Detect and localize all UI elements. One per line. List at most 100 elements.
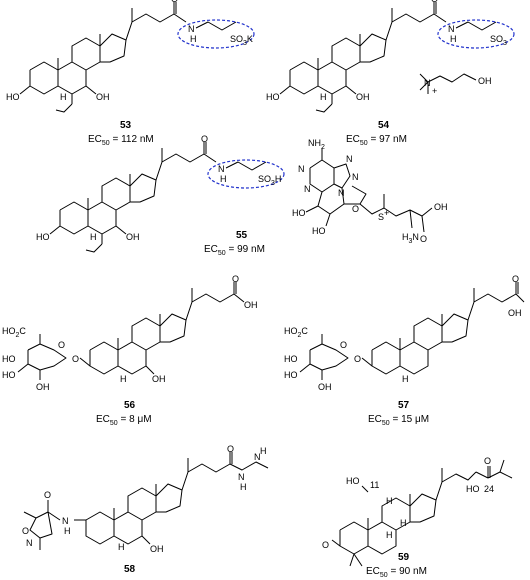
label-h: H bbox=[120, 374, 127, 384]
label-hn: H bbox=[220, 174, 227, 184]
label-ho: HO bbox=[6, 92, 20, 102]
compound-number: 59 bbox=[398, 552, 410, 563]
label-oh-acid: OH bbox=[434, 202, 448, 212]
highlight-ellipse bbox=[207, 159, 285, 189]
label-o: O bbox=[232, 274, 239, 284]
label-n-amide: N bbox=[62, 516, 69, 526]
label-h-amide: H bbox=[64, 526, 71, 536]
label-o-ring: O bbox=[58, 340, 65, 350]
label-ho-ribose-1: HO bbox=[292, 208, 306, 218]
compound-number: 53 bbox=[120, 120, 132, 131]
label-h-a: H bbox=[386, 496, 393, 506]
label-oh: OH bbox=[150, 544, 164, 554]
label-ho-a: HO bbox=[2, 354, 16, 364]
label-o: O bbox=[44, 490, 51, 500]
compound-number: 58 bbox=[124, 564, 136, 575]
compound-number: 56 bbox=[124, 400, 136, 411]
label-ho: HO bbox=[36, 232, 50, 242]
label-o: O bbox=[201, 134, 208, 144]
label-n-ad1: N bbox=[298, 164, 305, 174]
label-h: H bbox=[90, 232, 97, 242]
ec50-text: EC50 = 112 nM bbox=[88, 134, 154, 147]
label-ho-b: HO bbox=[284, 370, 298, 380]
highlight-ellipse bbox=[177, 19, 255, 49]
label-oh: OH bbox=[356, 92, 370, 102]
label-s: S bbox=[378, 212, 384, 222]
label-n-plus: N bbox=[424, 78, 431, 88]
label-nh2: NH2 bbox=[308, 138, 325, 151]
label-n1: N bbox=[238, 472, 245, 482]
label-o-top: O bbox=[484, 456, 491, 466]
label-oh-c: OH bbox=[36, 382, 50, 392]
label-n: N bbox=[448, 24, 455, 34]
compound-number: 57 bbox=[398, 400, 410, 411]
label-oh-acid: OH bbox=[244, 300, 258, 310]
label-o: O bbox=[171, 0, 178, 4]
label-o-ring: O bbox=[340, 340, 347, 350]
compound-57: HO2C O HO HO OH O O OH H 57 EC50 = 15 μM bbox=[284, 274, 525, 427]
label-ho: HO bbox=[266, 92, 280, 102]
label-ho2c: HO2C bbox=[284, 326, 308, 339]
label-h: H bbox=[60, 92, 67, 102]
ec50-text: EC50 = 97 nM bbox=[346, 134, 407, 147]
label-hn: H bbox=[450, 34, 457, 44]
label-ho-a: HO bbox=[284, 354, 298, 364]
label-h-c: H bbox=[386, 530, 393, 540]
label-oh: OH bbox=[152, 374, 166, 384]
label-oh: HO bbox=[466, 484, 480, 494]
compound-number: 55 bbox=[236, 230, 248, 241]
highlight-ellipse bbox=[437, 19, 515, 49]
label-o-amide: O bbox=[227, 444, 234, 454]
compound-58: O N H N H O N H O N OH H 58 bbox=[22, 444, 269, 575]
label-n-ad4: N bbox=[352, 172, 359, 182]
label-h3n: H3N bbox=[402, 232, 419, 245]
compound-59: HO 11 H H H O HO 24 O 59 EC50 = 90 nM bbox=[322, 456, 513, 579]
label-n-ad2: N bbox=[346, 154, 353, 164]
label-hn: H bbox=[190, 34, 197, 44]
label-n-ring: N bbox=[26, 538, 33, 548]
label-oh-acid: OH bbox=[508, 308, 522, 318]
label-plus: + bbox=[432, 86, 437, 96]
label-so3: SO3K bbox=[230, 34, 253, 47]
label-so3: SO3 bbox=[490, 34, 507, 47]
label-o-ribose: O bbox=[352, 204, 359, 214]
ec50-text: EC50 = 15 μM bbox=[368, 414, 429, 427]
label-n-ad3: N bbox=[304, 184, 311, 194]
label-o: O bbox=[431, 0, 438, 4]
label-h: H bbox=[402, 374, 409, 384]
label-n2: N bbox=[254, 452, 261, 462]
compound-54: O N H SO3 N + OH HO OH H 54 EC50 = 97 nM bbox=[266, 0, 515, 147]
ec50-text: EC50 = 8 μM bbox=[96, 414, 152, 427]
label-oh: OH bbox=[126, 232, 140, 242]
compound-53: O N H SO3K HO OH H 53 EC50 = 112 nM bbox=[6, 0, 255, 147]
label-h: H bbox=[320, 92, 327, 102]
label-c24: 24 bbox=[484, 484, 494, 494]
label-o-link: O bbox=[72, 354, 79, 364]
label-h-b: H bbox=[400, 518, 407, 528]
label-o-acid: O bbox=[420, 234, 427, 244]
label-o-link: O bbox=[354, 354, 361, 364]
label-o: O bbox=[512, 274, 519, 284]
compound-number: 54 bbox=[378, 120, 390, 131]
label-o-ketone: O bbox=[322, 540, 329, 550]
label-oh-choline: OH bbox=[478, 76, 492, 86]
compound-56: HO2C O HO HO OH O O OH H OH 56 EC50 = 8 … bbox=[2, 274, 258, 427]
label-o-ring: O bbox=[22, 526, 29, 536]
label-h2: H bbox=[260, 446, 267, 456]
label-ho: HO bbox=[346, 476, 360, 486]
label-n-ad5: N bbox=[338, 188, 345, 198]
label-c11: 11 bbox=[370, 480, 379, 490]
label-n: N bbox=[218, 164, 225, 174]
ec50-text: EC50 = 90 nM bbox=[366, 566, 427, 579]
label-plus: + bbox=[384, 208, 389, 218]
label-oh: OH bbox=[96, 92, 110, 102]
label-ho-ribose-2: HO bbox=[312, 226, 326, 236]
label-ho-b: HO bbox=[2, 370, 16, 380]
label-oh-c: OH bbox=[318, 382, 332, 392]
label-h1: H bbox=[240, 482, 247, 492]
label-so3h: SO3H bbox=[258, 174, 281, 187]
ec50-text: EC50 = 99 nM bbox=[204, 244, 265, 257]
label-ho2c: HO2C bbox=[2, 326, 26, 339]
compound-55: O N H SO3H NH2 N N N N N O HO HO S + OH … bbox=[36, 134, 448, 257]
label-h-junction: H bbox=[118, 542, 125, 552]
